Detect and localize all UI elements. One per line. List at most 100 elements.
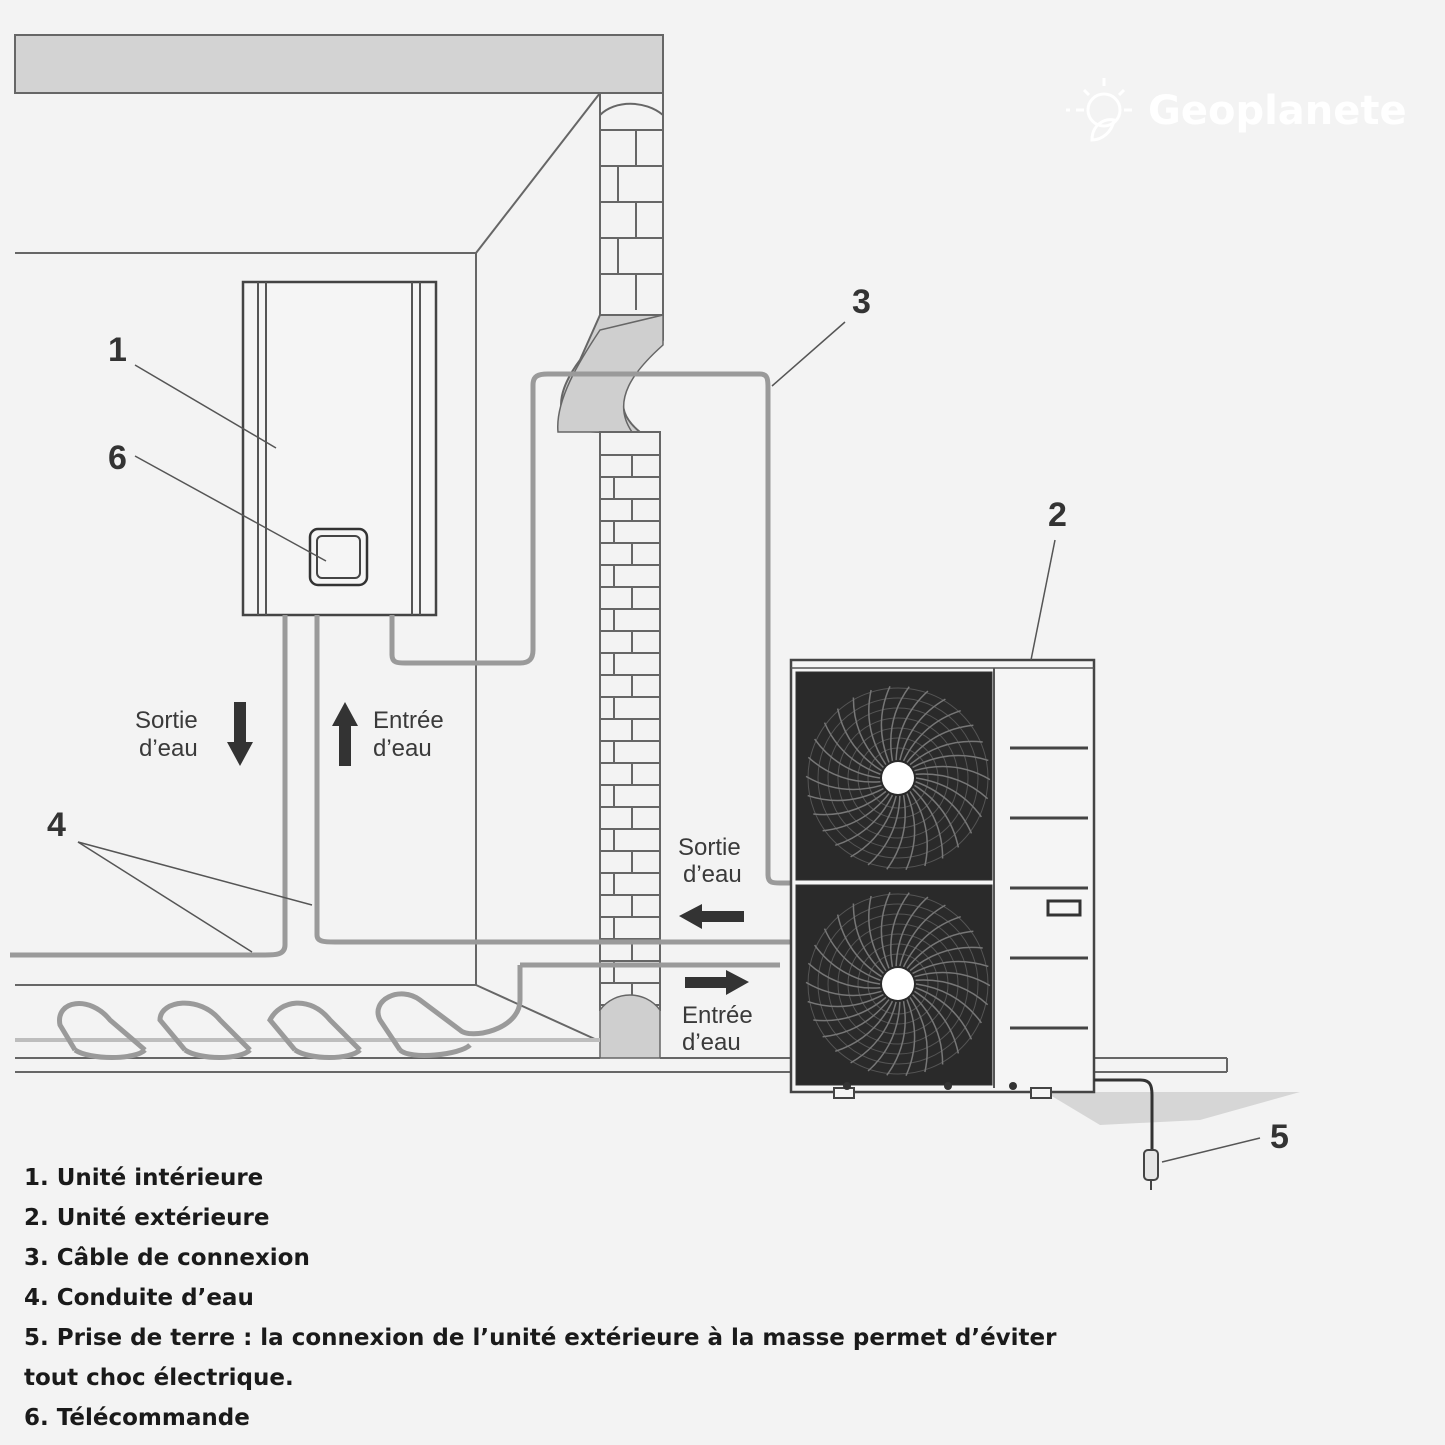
indoor-out-label-line1: Sortie: [135, 707, 198, 734]
underfloor-heating-coil: [57, 962, 780, 1060]
outdoor-unit: [789, 658, 1300, 1125]
fan-blade-line: [807, 993, 884, 1008]
callout-4: 4: [47, 806, 66, 844]
fan-blade-line: [814, 738, 881, 779]
fan-blade-line: [914, 784, 960, 848]
fan-blade-line: [822, 793, 890, 832]
fan-blade-line: [912, 994, 944, 1065]
fan-hub: [882, 968, 914, 1000]
fan-guard-ring: [867, 747, 929, 809]
legend-item-4: 4. Conduite d’eau: [24, 1285, 254, 1311]
fan-blade-line: [807, 787, 884, 802]
legend-item-3: 3. Câble de connexion: [24, 1245, 310, 1271]
fan-blade-line: [914, 971, 991, 987]
fan-blade-line: [823, 928, 881, 981]
legend-item-6: 6. Télécommande: [24, 1405, 250, 1431]
legend-item-2: 2. Unité extérieure: [24, 1205, 270, 1231]
remote-control: [308, 527, 369, 587]
fan-blade-line: [822, 999, 890, 1038]
fan-blade-line: [836, 914, 882, 978]
fan-blade-line: [902, 710, 961, 762]
fan-hub: [882, 762, 914, 794]
fan-blade-line: [906, 724, 974, 763]
fan-blade-line: [895, 896, 929, 967]
fan-blade-line: [905, 999, 916, 1076]
fan-blade-line: [835, 1000, 894, 1052]
water-pipes: [10, 615, 793, 958]
fan-blade-line: [880, 892, 891, 969]
fan-blade-line: [807, 962, 881, 989]
fan-blade-line: [912, 960, 989, 975]
brand-name: Geoplanete: [1148, 88, 1407, 134]
sun-leaf-icon: [1066, 78, 1132, 142]
fan-blade-line: [899, 904, 946, 967]
brand-logo: Geoplanete: [1066, 78, 1407, 142]
room-walls: [15, 92, 601, 1041]
callout-2: 2: [1048, 496, 1067, 534]
fan-guard-ring: [837, 923, 959, 1045]
fan-blade-line: [868, 895, 887, 972]
fan-blade-line: [886, 1000, 906, 1076]
fan-blade-line: [914, 990, 960, 1054]
fan-blade-line: [836, 708, 882, 772]
leader-lines: [77, 321, 1261, 1163]
indoor-in-label-line2: d’eau: [373, 735, 432, 762]
arrow-down-icon: [227, 702, 253, 766]
fan-guard-ring: [817, 903, 979, 1065]
fan-blade-line: [914, 765, 991, 781]
fan-blade-line: [915, 983, 982, 1024]
fan-guard-ring: [837, 717, 959, 839]
fan-blade-line: [868, 689, 887, 766]
fan-blade-line: [867, 795, 901, 866]
connection-cable: [389, 371, 793, 886]
fan-blade-line: [909, 790, 928, 867]
fan-blade-line: [807, 756, 881, 783]
indoor-in-label-line1: Entrée: [373, 707, 444, 734]
fan-blade-line: [805, 775, 882, 791]
fan-blade-line: [912, 788, 944, 859]
outdoor-in-label-line1: Entrée: [682, 1002, 753, 1029]
callout-3: 3: [852, 283, 871, 321]
outdoor-in-label-line2: d’eau: [682, 1029, 741, 1056]
fan-guard-ring: [817, 697, 979, 859]
ceiling-beam: [14, 34, 664, 94]
fan-blade-line: [850, 1001, 897, 1064]
indoor-out-label-line2: d’eau: [139, 735, 198, 762]
fan-blade-line: [890, 892, 910, 968]
floor: [15, 984, 1228, 1073]
fan-guard-ring: [867, 953, 929, 1015]
fan-guard-ring: [857, 943, 939, 1025]
fan-blade-line: [813, 996, 887, 1022]
outdoor-out-label-line2: d’eau: [683, 861, 742, 888]
fan-blade-line: [813, 790, 887, 816]
fan-blade-line: [906, 930, 974, 969]
fan-blade-line: [805, 981, 882, 997]
fan-blade-line: [867, 1001, 901, 1072]
fan-blade-line: [915, 979, 989, 1006]
fan-blade-line: [915, 987, 973, 1040]
brick-wall: [557, 92, 664, 1059]
fan-blade-line: [915, 773, 989, 800]
outdoor-out-label-line1: Sortie: [678, 834, 741, 861]
fan-blade-line: [912, 754, 989, 769]
fan-blade-line: [814, 944, 881, 985]
legend-item-1: 1. Unité intérieure: [24, 1165, 264, 1191]
fan-blade-line: [852, 903, 884, 974]
legend: 1. Unité intérieure 2. Unité extérieure …: [24, 1158, 1084, 1438]
fan-guard-ring: [847, 727, 949, 829]
fan-blade-line: [899, 698, 946, 761]
fan-blade-line: [909, 996, 928, 1073]
fan-blade-line: [880, 686, 891, 763]
fan-blade-line: [890, 686, 910, 762]
fan-blade-line: [915, 781, 973, 834]
arrow-right-icon: [685, 970, 749, 995]
fan-blade-line: [886, 794, 906, 870]
callout-5: 5: [1270, 1118, 1289, 1156]
callout-1: 1: [108, 331, 127, 369]
fan-blade-line: [895, 690, 929, 761]
fan-blade-line: [909, 946, 983, 972]
callout-6: 6: [108, 439, 127, 477]
fan-blade-line: [850, 795, 897, 858]
fan-guard-ring: [847, 933, 949, 1035]
